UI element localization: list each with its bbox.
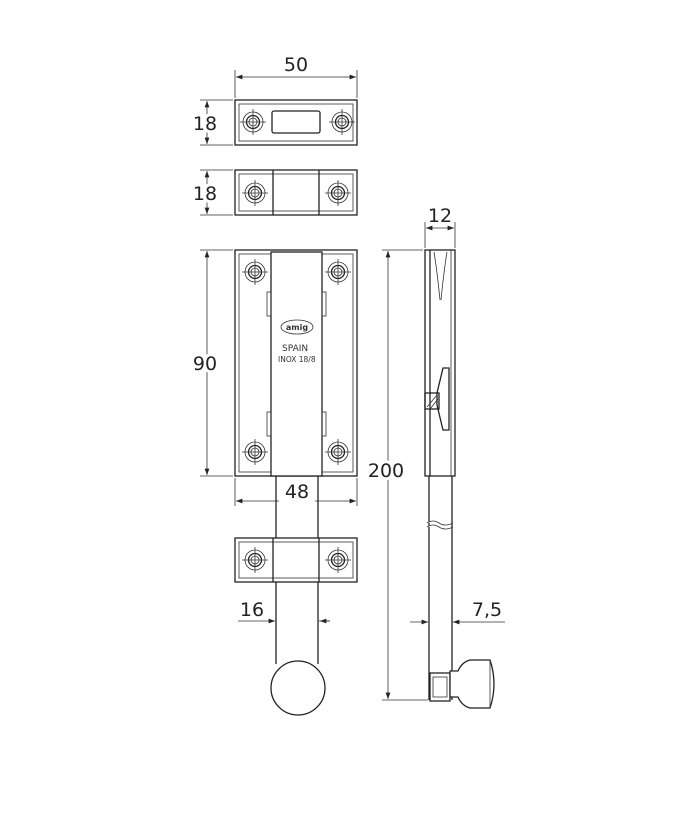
dimension-body-depth [424, 222, 456, 248]
bolt-body-front [234, 249, 358, 477]
origin-marking: SPAIN [282, 344, 308, 354]
material-marking: INOX 18/8 [278, 355, 316, 364]
brand-logo: amig [286, 323, 308, 332]
dim-label-7-5: 7,5 [472, 599, 502, 621]
guide-plate-top [234, 169, 358, 216]
dim-label-90: 90 [193, 353, 217, 375]
dim-label-12: 12 [428, 205, 452, 227]
dim-label-50: 50 [284, 54, 308, 76]
bolt-side-view [424, 249, 495, 709]
dim-label-48: 48 [285, 481, 309, 503]
dim-label-200: 200 [368, 460, 404, 482]
dimension-guide-height [200, 169, 233, 216]
bolt-knob-front [270, 660, 326, 716]
strike-plate [234, 99, 358, 146]
dim-label-18-guide: 18 [193, 183, 217, 205]
dimension-total-length [382, 249, 428, 701]
dimension-strike-height [200, 99, 233, 146]
dim-label-18-strike: 18 [193, 113, 217, 135]
guide-plate-bottom [234, 537, 358, 583]
dim-label-16: 16 [240, 599, 264, 621]
dimension-strike-width [234, 70, 358, 98]
dimension-body-height [200, 249, 233, 477]
